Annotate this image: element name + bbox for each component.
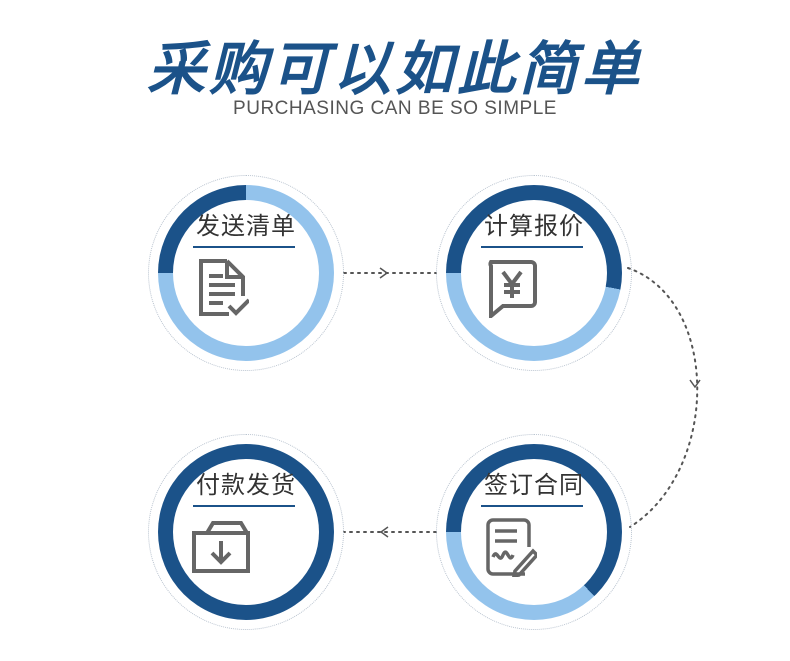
- step-label: 付款发货: [196, 471, 296, 499]
- divider: [481, 246, 583, 248]
- divider: [193, 246, 295, 248]
- step-calculate-quote: 计算报价: [436, 175, 632, 371]
- step-pay-ship: 付款发货: [148, 434, 344, 630]
- divider: [193, 505, 295, 507]
- divider: [481, 505, 583, 507]
- step-label: 发送清单: [196, 212, 296, 240]
- page-title: 采购可以如此简单: [146, 35, 643, 103]
- step-send-list: 发送清单: [148, 175, 344, 371]
- page-subtitle: PURCHASING CAN BE SO SIMPLE: [233, 98, 557, 119]
- document-check-icon: [199, 259, 249, 316]
- step-label: 计算报价: [484, 212, 584, 240]
- yen-chat-icon: [488, 260, 537, 318]
- download-tray-icon: [192, 521, 250, 573]
- step-sign-contract: 签订合同: [436, 434, 632, 630]
- arrow-down-icon: [689, 379, 701, 389]
- arrow-right-icon: [379, 267, 389, 279]
- step-label: 签订合同: [484, 471, 584, 499]
- arrow-left-icon: [379, 526, 389, 538]
- connector-2-3: [627, 267, 699, 528]
- contract-sign-icon: [486, 518, 537, 577]
